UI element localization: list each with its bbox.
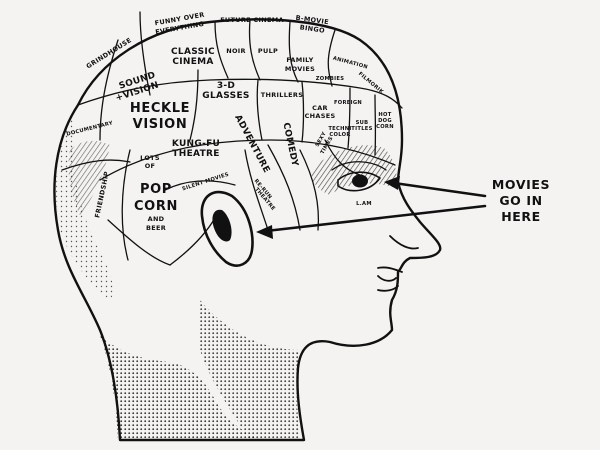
arrows (256, 176, 487, 239)
label-family-2: MOVIES (285, 65, 315, 73)
label-foreign: FOREIGN (334, 100, 362, 106)
region-labels: FUNNY OVER EVERYTHING FUTURE CINEMA B-MO… (66, 11, 394, 232)
label-lam: L.AM (356, 201, 372, 207)
callout-line-1: MOVIES (492, 177, 550, 192)
label-techni-2: COLOR (329, 132, 350, 138)
label-hotdog-1: HOT (378, 112, 391, 118)
label-3d-1: 3-D (217, 81, 235, 91)
neck-shading (98, 330, 260, 440)
label-future-cinema: FUTURE CINEMA (220, 16, 284, 24)
label-classic-1: CLASSIC (171, 47, 215, 57)
label-heckle-1: HECKLE (130, 101, 190, 116)
ear (200, 190, 254, 267)
label-zombies: ZOMBIES (316, 76, 345, 82)
label-animation: ANIMATION (332, 55, 368, 70)
label-pulp: PULP (258, 47, 278, 55)
label-techni-1: TECHNI (328, 126, 351, 132)
label-adventure: ADVENTURE (232, 113, 271, 174)
label-and: AND (148, 215, 165, 223)
label-thrillers: THRILLERS (261, 91, 303, 99)
label-kungfu-1: KUNG-FU (172, 139, 220, 149)
label-hotdog-3: CORN (376, 124, 394, 130)
label-car-1: CAR (312, 104, 328, 112)
label-b-movie-2: BINGO (299, 23, 325, 34)
label-comedy: COMEDY (280, 122, 299, 168)
label-hotdog-2: DOG (378, 118, 392, 124)
label-car-2: CHASES (305, 112, 336, 120)
callout: MOVIES GO IN HERE (492, 177, 550, 224)
jaw-shading (200, 300, 300, 440)
label-pop: POP (140, 182, 172, 197)
label-sub-2: TITLES (351, 126, 372, 132)
label-beer: BEER (146, 224, 166, 232)
label-heckle-2: VISION (133, 117, 188, 132)
label-family-1: FAMILY (286, 56, 313, 64)
label-classic-2: CINEMA (172, 57, 213, 67)
eye (331, 161, 387, 192)
label-3d-2: GLASSES (202, 91, 249, 101)
callout-line-3: HERE (501, 209, 541, 224)
label-kungfu-2: THEATRE (172, 149, 219, 159)
label-corn: CORN (134, 199, 178, 214)
face-details (377, 235, 419, 292)
label-sub-1: SUB (356, 120, 369, 126)
label-noir: NOIR (226, 47, 246, 55)
label-filmorik: FILMORIK (357, 71, 385, 96)
label-lots-2: OF (145, 162, 156, 170)
callout-line-2: GO IN (499, 193, 542, 208)
label-lots-1: LOTS (140, 154, 160, 162)
brow-ridge (68, 140, 110, 215)
